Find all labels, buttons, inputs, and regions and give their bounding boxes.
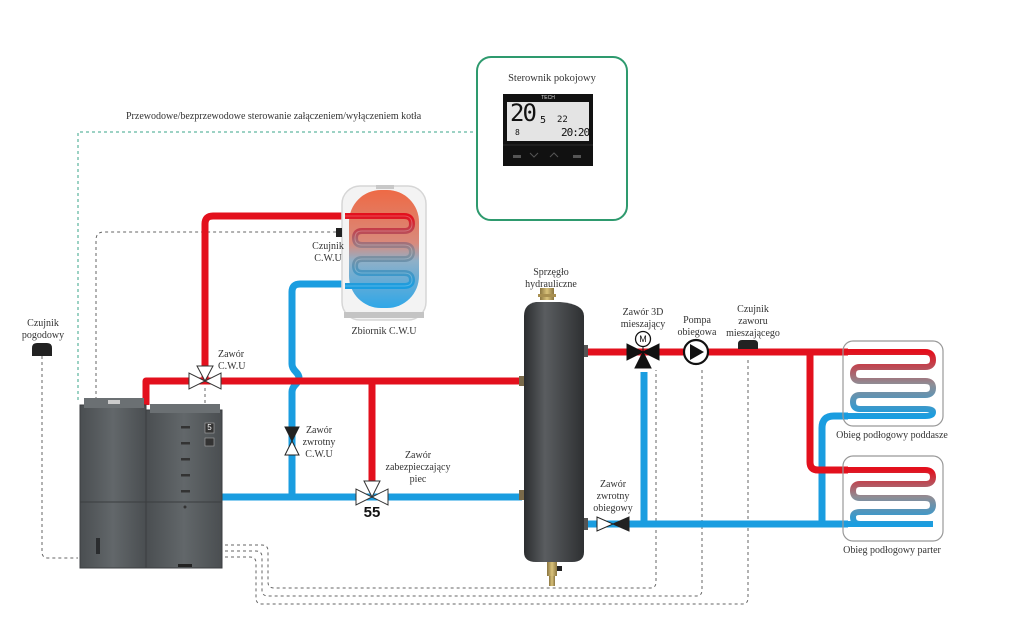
cwu-return <box>288 280 345 497</box>
mixing-sensor-icon <box>738 340 758 349</box>
attic-return <box>818 412 848 524</box>
weather-sensor-icon <box>32 343 52 356</box>
mixing-valve-icon <box>626 330 660 369</box>
thermostat-time: 20:20 <box>561 126 590 139</box>
floor-circuit-attic <box>842 340 944 427</box>
boiler-supply <box>142 377 525 405</box>
thermostat-temp-main: 20 <box>510 99 537 127</box>
cwu-tank-label: Zbiornik C.W.U <box>351 326 417 337</box>
safety-valve-temp: 55 <box>363 504 381 521</box>
safety-valve-label: Zawór zabezpieczający piec <box>385 450 451 485</box>
cwu-check-valve-icon <box>284 426 300 456</box>
floor-circuit-ground <box>842 455 944 542</box>
weather-sensor-label: Czujnik pogodowy <box>21 318 65 341</box>
thermostat-temp-set: 22 <box>557 115 568 125</box>
cwu-sensor <box>336 228 342 237</box>
floor-attic-label: Obieg podłogowy poddasze <box>836 430 948 441</box>
hydraulic-clutch <box>519 288 588 586</box>
cwu-sensor-label: Czujnik C.W.U <box>312 241 344 264</box>
thermostat-humidity: 8 <box>515 128 520 137</box>
supply-pipes <box>142 212 848 487</box>
mixing-sensor-wire <box>225 370 703 597</box>
circulation-pump-icon <box>682 338 710 366</box>
hydraulic-clutch-label: Sprzęgło hydrauliczne <box>525 267 577 290</box>
circuit-check-valve-icon <box>596 516 630 532</box>
cwu-tank <box>341 185 427 321</box>
circuit-check-valve-label: Zawór zwrotny obiegowy <box>593 479 633 514</box>
control-wiring <box>41 131 749 605</box>
cwu-supply <box>201 212 345 381</box>
boiler <box>79 398 223 569</box>
wired-control-label: Przewodowe/bezprzewodowe sterowanie załą… <box>126 111 422 122</box>
controller-wire <box>77 131 478 400</box>
cwu-valve-label: Zawór C.W.U <box>218 349 246 372</box>
floor-ground-label: Obieg podłogowy parter <box>843 545 941 556</box>
thermostat-device <box>503 94 593 166</box>
ground-supply <box>806 352 848 474</box>
cwu-check-valve-label: Zawór zwrotny C.W.U <box>302 425 336 460</box>
mixing-valve-label: Zawór 3D mieszający <box>620 307 666 330</box>
mixing-valve-wire <box>225 360 749 605</box>
mixing-valve-motor-label: M <box>639 334 647 344</box>
mixing-sensor-label: Czujnik zaworu mieszającego <box>726 304 780 339</box>
circulation-pump-label: Pompa obiegowa <box>677 315 717 338</box>
pump-wire <box>225 370 657 589</box>
weather-sensor-wire <box>41 356 78 559</box>
boiler-badge: 5 <box>207 423 212 432</box>
cwu-valve-icon <box>188 365 222 390</box>
cwu-coil <box>345 213 416 289</box>
thermostat-temp-decimal: 5 <box>540 115 547 126</box>
room-controller-title: Sterownik pokojowy <box>508 73 596 84</box>
thermostat-brand: TECH <box>541 95 555 101</box>
safety-valve-icon <box>355 480 389 506</box>
